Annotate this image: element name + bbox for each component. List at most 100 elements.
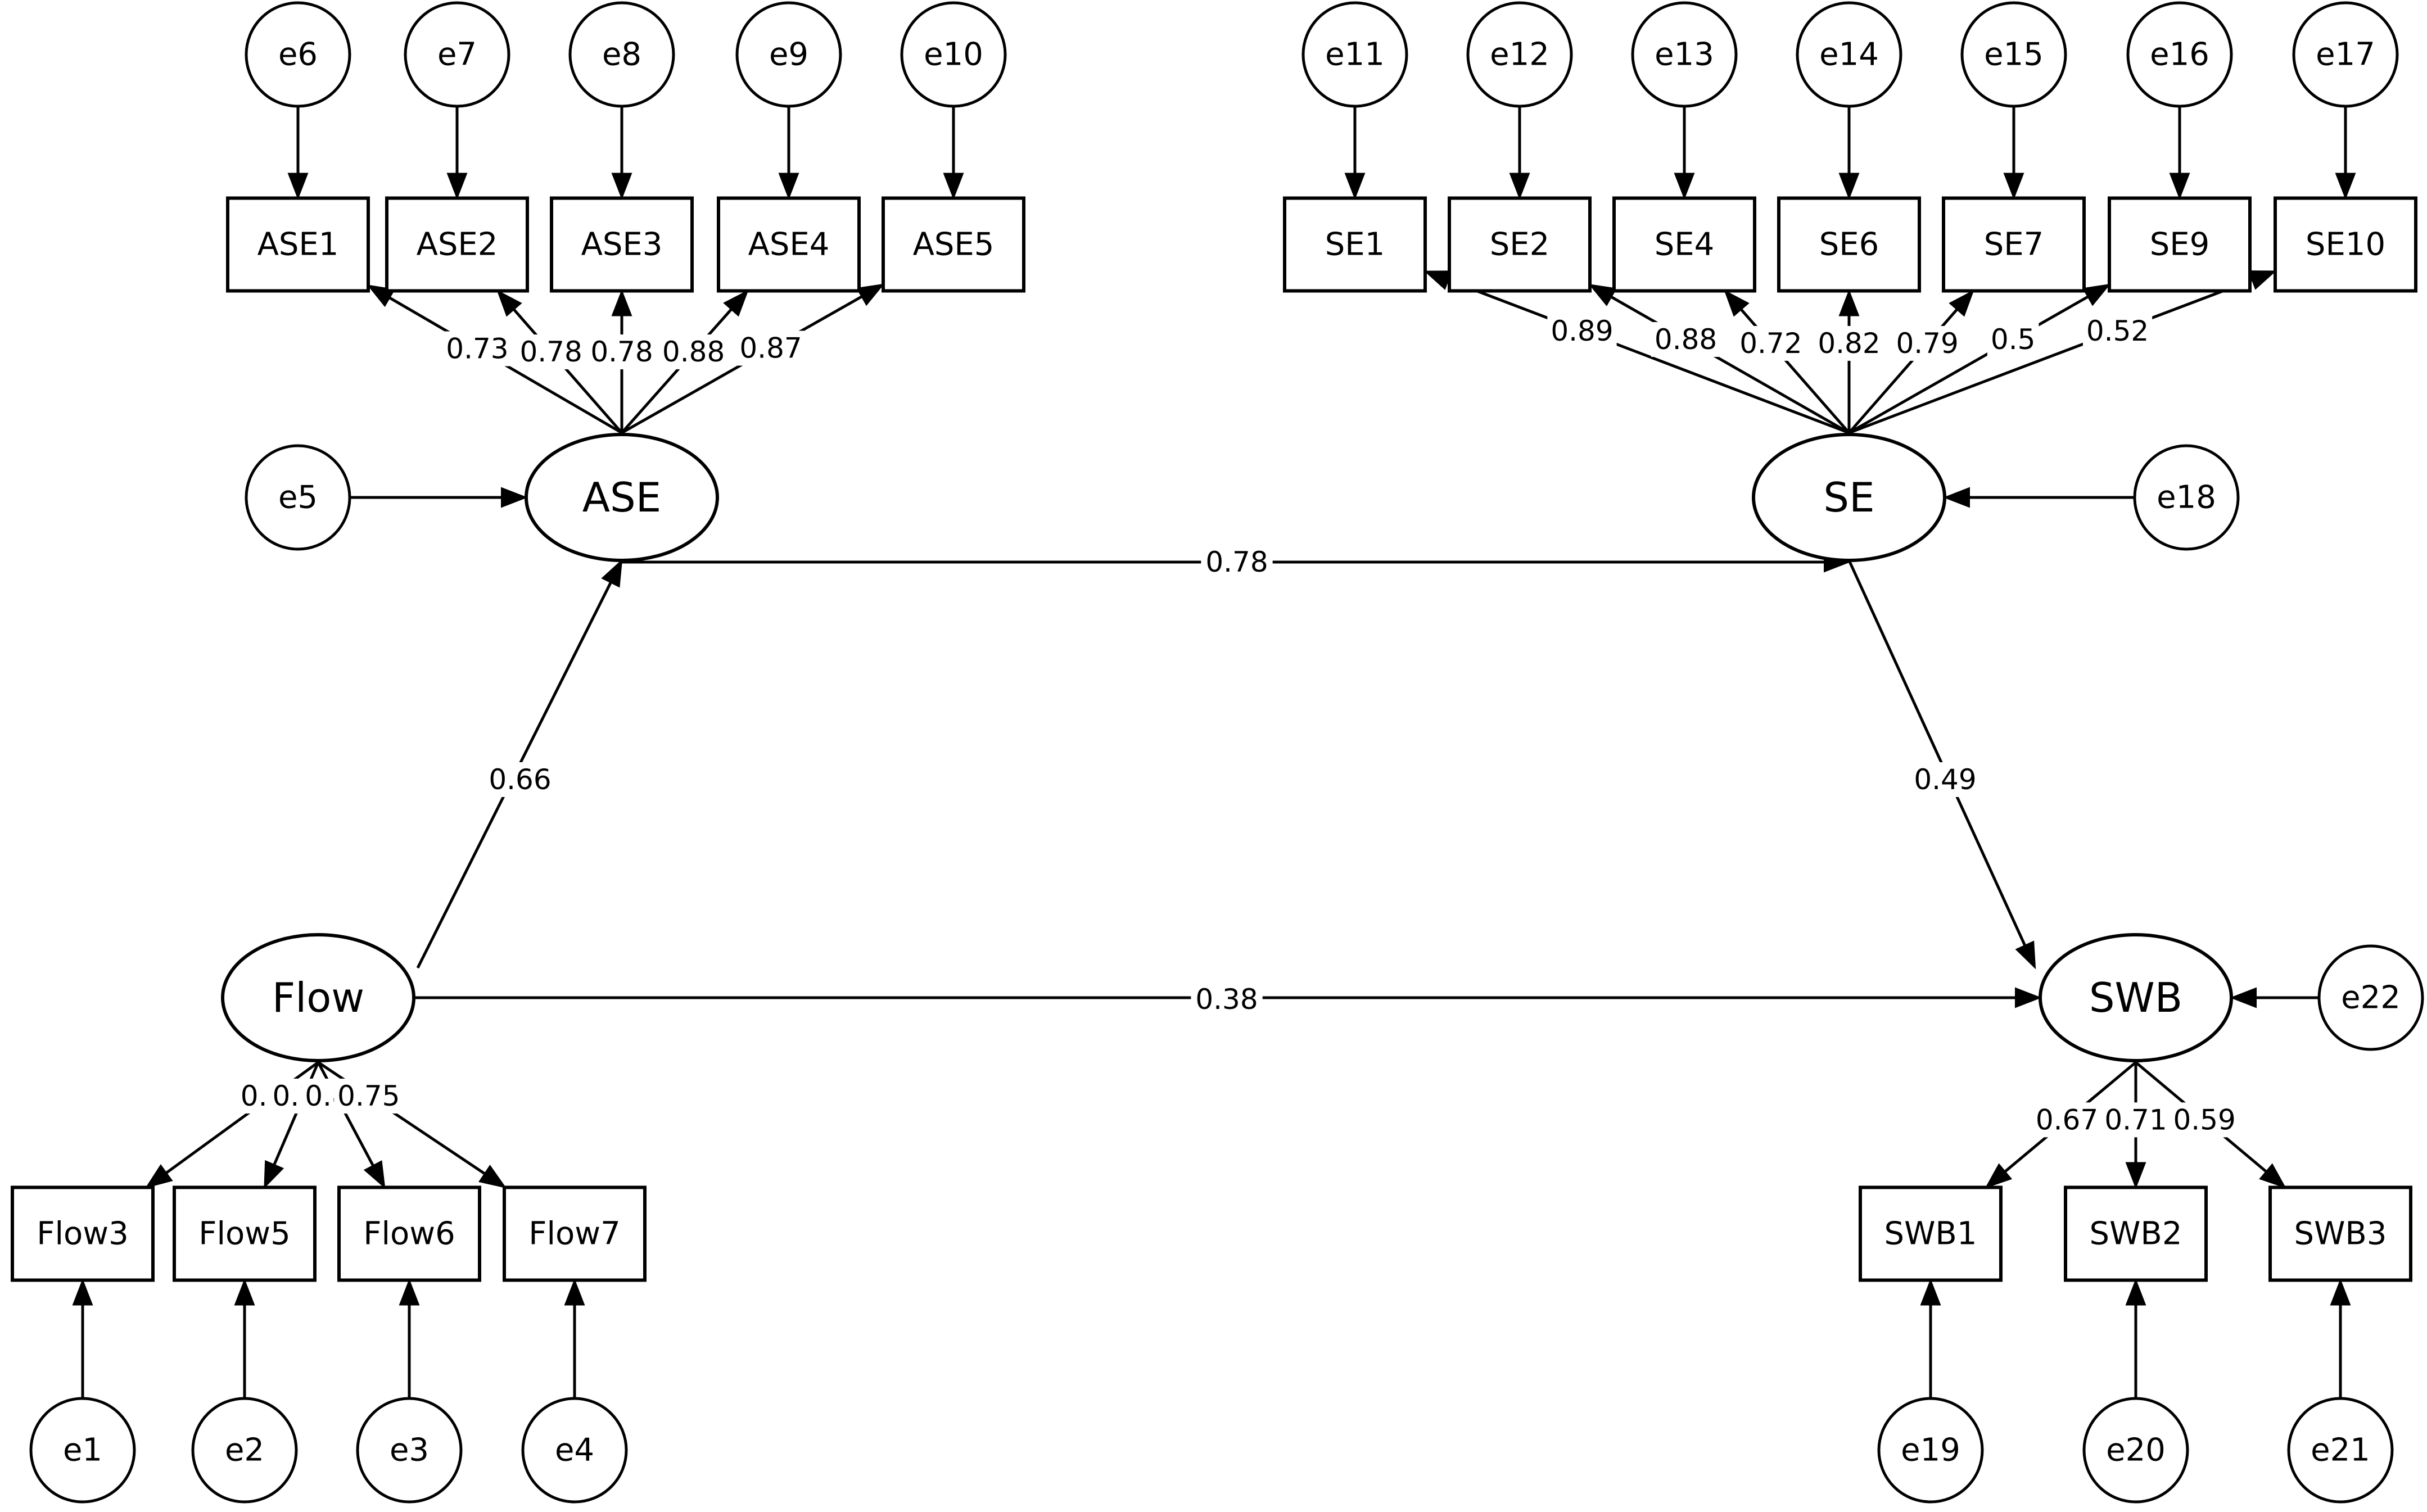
svg-text:0.82: 0.82	[1818, 327, 1880, 360]
error-arrow-e18	[1943, 487, 2135, 508]
loading-label-Flow7: 0.75	[334, 1079, 404, 1114]
loading-arrow-SE4	[1724, 289, 1850, 434]
error-term-e5: e5	[245, 444, 351, 551]
error-term-e22: e22	[2317, 944, 2424, 1051]
indicator-label: SE2	[1490, 227, 1550, 263]
loading-arrow-SE7	[1848, 289, 1974, 434]
loading-arrow-SE6	[1838, 289, 1860, 433]
svg-text:0.72: 0.72	[1739, 327, 1802, 360]
loading-label-ASE4: 0.88	[658, 334, 729, 370]
error-term-e8: e8	[568, 1, 675, 108]
indicator-Flow7: Flow7	[503, 1185, 647, 1282]
indicator-SE6: SE6	[1777, 196, 1921, 293]
indicator-SWB2: SWB2	[2064, 1185, 2208, 1282]
loading-arrow-SE9	[1848, 283, 2111, 434]
svg-text:0.88: 0.88	[662, 336, 725, 368]
svg-text:0.79: 0.79	[1896, 327, 1958, 360]
error-arrow-e5	[350, 487, 528, 508]
error-arrow-e17	[2335, 106, 2356, 200]
svg-text:0.73: 0.73	[446, 332, 508, 365]
svg-text:0.38: 0.38	[1195, 983, 1258, 1016]
indicator-label: SWB1	[1884, 1216, 1977, 1252]
error-term-e9: e9	[735, 1, 842, 108]
loading-label-ASE3: 0.78	[587, 334, 657, 370]
indicator-label: SE10	[2306, 227, 2385, 263]
error-label: e8	[602, 37, 641, 73]
svg-text:0.66: 0.66	[489, 763, 551, 796]
error-arrow-e12	[1509, 106, 1530, 200]
loading-label-SE10: 0.52	[2082, 313, 2153, 348]
loading-label-SE6: 0.82	[1814, 325, 1884, 361]
indicator-label: SE4	[1655, 227, 1715, 263]
svg-text:0.52: 0.52	[2086, 315, 2149, 347]
error-label: e16	[2150, 37, 2209, 73]
loading-label-ASE1: 0.73	[442, 331, 512, 366]
svg-text:0.49: 0.49	[1914, 763, 1976, 796]
error-term-e12: e12	[1466, 1, 1573, 108]
error-label: e7	[437, 37, 477, 73]
latent-label: ASE	[582, 474, 661, 521]
svg-text:0.78: 0.78	[519, 336, 582, 368]
error-label: e2	[225, 1432, 264, 1469]
loading-label-SWB3: 0.59	[2170, 1102, 2239, 1138]
indicator-SE9: SE9	[2108, 196, 2252, 293]
error-arrow-e6	[287, 106, 309, 200]
error-label: e21	[2311, 1432, 2370, 1469]
error-label: e15	[1984, 37, 2044, 73]
error-term-e18: e18	[2133, 444, 2240, 551]
error-label: e1	[63, 1432, 102, 1469]
error-arrow-e11	[1344, 106, 1366, 200]
error-arrow-e22	[2230, 987, 2319, 1008]
indicator-ASE3: ASE3	[550, 196, 694, 293]
error-arrow-e8	[611, 106, 632, 200]
error-arrow-e3	[399, 1278, 420, 1398]
latent-label: SE	[1823, 474, 1874, 521]
svg-text:0.5: 0.5	[1991, 323, 2036, 356]
error-label: e20	[2106, 1432, 2166, 1469]
indicator-ASE4: ASE4	[717, 196, 861, 293]
error-term-e7: e7	[404, 1, 510, 108]
loading-arrow-SE10	[1849, 270, 2277, 434]
path-arrow-SE-SWB	[1847, 559, 2036, 970]
loading-label-SWB2: 0.71	[2101, 1102, 2171, 1138]
loading-label-SE1: 0.89	[1547, 313, 1617, 348]
error-label: e4	[555, 1432, 594, 1469]
error-term-e15: e15	[1960, 1, 2067, 108]
indicator-SWB1: SWB1	[1859, 1185, 2003, 1282]
indicator-label: Flow7	[528, 1216, 620, 1252]
error-term-e17: e17	[2292, 1, 2399, 108]
error-term-e16: e16	[2126, 1, 2233, 108]
indicator-label: Flow6	[363, 1216, 455, 1252]
svg-text:0.89: 0.89	[1551, 315, 1613, 347]
indicator-label: SE7	[1984, 227, 2044, 263]
indicator-label: SWB2	[2090, 1216, 2182, 1252]
error-arrow-e19	[1920, 1278, 1941, 1398]
edges-layer	[72, 106, 2356, 1398]
error-term-e20: e20	[2082, 1397, 2189, 1504]
path-label-Flow-ASE: 0.66	[484, 762, 556, 797]
indicator-Flow5: Flow5	[173, 1185, 317, 1282]
error-term-e14: e14	[1796, 1, 1902, 108]
latent-SWB: SWB	[2039, 933, 2233, 1062]
error-label: e19	[1901, 1432, 1960, 1469]
error-term-e2: e2	[191, 1397, 298, 1504]
indicator-Flow6: Flow6	[337, 1185, 481, 1282]
error-label: e9	[769, 37, 808, 73]
error-term-e3: e3	[356, 1397, 463, 1504]
error-label: e14	[1819, 37, 1879, 73]
indicator-label: ASE4	[748, 227, 830, 263]
error-arrow-e16	[2169, 106, 2190, 200]
error-label: e3	[390, 1432, 429, 1469]
error-term-e21: e21	[2287, 1397, 2394, 1504]
error-arrow-e20	[2125, 1278, 2146, 1398]
error-arrow-e4	[564, 1278, 585, 1398]
indicator-ASE2: ASE2	[385, 196, 529, 293]
loading-label-SE2: 0.88	[1651, 322, 1721, 357]
path-label-ASE-SE: 0.78	[1201, 545, 1273, 580]
latent-SE: SE	[1752, 433, 1946, 562]
indicator-SE2: SE2	[1448, 196, 1592, 293]
indicator-label: Flow3	[37, 1216, 128, 1252]
svg-text:0.75: 0.75	[337, 1080, 400, 1112]
error-term-e19: e19	[1877, 1397, 1984, 1504]
